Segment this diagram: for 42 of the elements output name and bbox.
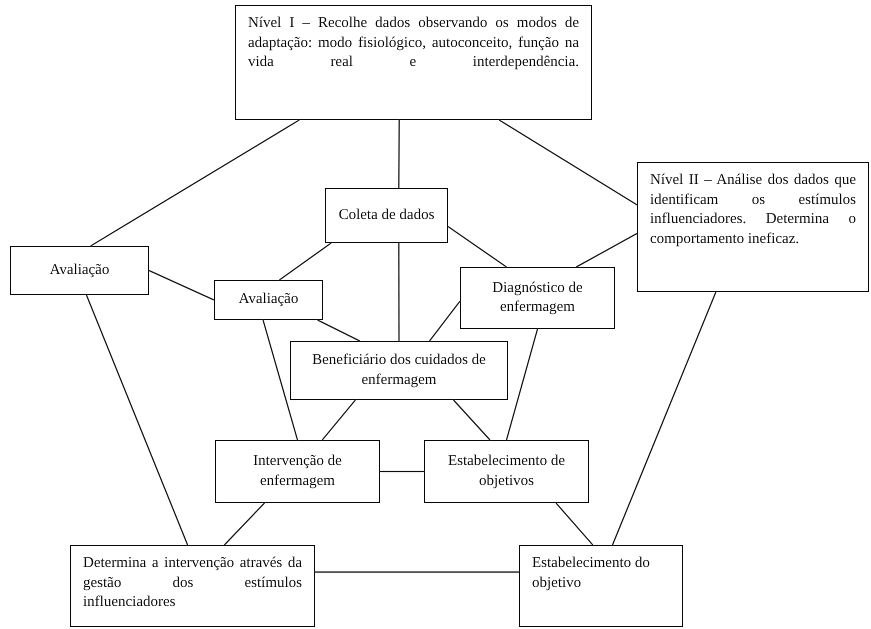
connector-line: [556, 502, 594, 546]
connector-line: [612, 292, 716, 546]
box-text: Avaliação: [238, 290, 300, 310]
connector-line: [398, 120, 400, 188]
connector-line: [86, 294, 188, 546]
process-box: [10, 246, 149, 295]
connector-line: [262, 320, 298, 440]
box-text: Determina a intervenção através da gestão dos estímulos influenciadores: [83, 554, 302, 612]
process-box: [460, 267, 615, 329]
process-box: [325, 188, 448, 243]
connector-line: [448, 226, 507, 268]
connector-line: [429, 300, 461, 342]
box-text: Nível II – Análise dos dados que identificam os estímulos influenciadores. Determina o comportamento ineficaz.: [650, 171, 856, 248]
box-text: Estabelecimento do objetivo: [532, 554, 651, 592]
process-box: [519, 545, 683, 627]
process-box: [235, 5, 592, 120]
box-text: Intervenção de enfermagem: [252, 452, 343, 490]
process-box: [214, 280, 323, 320]
connector-line: [322, 400, 356, 440]
process-box: [637, 162, 869, 292]
connector-line: [506, 328, 538, 440]
process-box: [424, 440, 589, 503]
connector-line: [224, 502, 265, 546]
connector-line: [90, 119, 300, 247]
process-box: [290, 341, 508, 400]
box-text: Estabelecimento de objetivos: [446, 452, 566, 490]
connector-line: [148, 270, 214, 301]
box-text: Avaliação: [48, 260, 110, 280]
box-text: Beneficiário dos cuidados de enfermagem: [311, 351, 487, 390]
connector-line: [498, 119, 638, 206]
box-text: Nível I – Recolhe dados observando os modos de adaptação: modo fisiológico, autoconceito, função na vida real e interdependência.: [248, 14, 579, 72]
box-text: Diagnóstico de enfermagem: [491, 278, 584, 317]
process-box: [215, 440, 380, 503]
connector-line: [380, 470, 424, 472]
box-text: Coleta de dados: [338, 206, 436, 225]
connector-line: [576, 232, 638, 268]
process-box: [70, 545, 315, 627]
connector-line: [453, 400, 490, 440]
connector-line: [315, 571, 519, 573]
connector-line: [317, 319, 360, 342]
connector-line: [279, 242, 332, 281]
connector-line: [398, 243, 400, 341]
